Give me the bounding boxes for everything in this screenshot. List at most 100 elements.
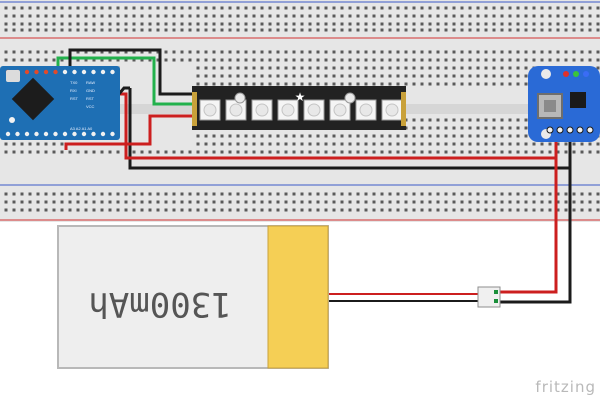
breadboard-hole xyxy=(364,208,368,212)
breadboard-hole xyxy=(44,28,48,32)
breadboard-hole xyxy=(540,58,544,62)
breadboard-hole xyxy=(508,192,512,196)
breadboard-hole xyxy=(460,6,464,10)
breadboard-hole xyxy=(364,50,368,54)
breadboard-hole xyxy=(20,22,24,26)
breadboard-hole xyxy=(476,142,480,146)
breadboard-hole xyxy=(508,6,512,10)
breadboard-hole xyxy=(84,6,88,10)
breadboard-hole xyxy=(524,118,528,122)
breadboard-hole xyxy=(100,50,104,54)
breadboard-hole xyxy=(140,14,144,18)
breadboard-hole xyxy=(228,134,232,138)
breadboard-hole xyxy=(580,192,584,196)
breadboard-hole xyxy=(468,142,472,146)
breadboard-hole xyxy=(556,6,560,10)
breadboard-hole xyxy=(276,200,280,204)
breadboard-hole xyxy=(364,66,368,70)
breadboard-hole xyxy=(252,6,256,10)
breadboard-hole xyxy=(164,22,168,26)
breadboard-hole xyxy=(484,82,488,86)
breadboard-hole xyxy=(292,22,296,26)
breadboard-hole xyxy=(460,200,464,204)
breadboard-hole xyxy=(124,192,128,196)
breadboard-hole xyxy=(300,82,304,86)
breadboard-hole xyxy=(596,50,600,54)
breadboard-hole xyxy=(396,66,400,70)
breadboard-hole xyxy=(4,142,8,146)
arduino-pin xyxy=(34,69,39,75)
breadboard-hole xyxy=(588,200,592,204)
breadboard-hole xyxy=(172,58,176,62)
breadboard-hole xyxy=(580,208,584,212)
breadboard-hole xyxy=(532,6,536,10)
breadboard-hole xyxy=(364,22,368,26)
breadboard-hole xyxy=(100,150,104,154)
breadboard-hole xyxy=(388,200,392,204)
breadboard-hole xyxy=(436,50,440,54)
breadboard-hole xyxy=(588,14,592,18)
breadboard-hole xyxy=(292,82,296,86)
breadboard-hole xyxy=(444,28,448,32)
breadboard-hole xyxy=(412,192,416,196)
breadboard-hole xyxy=(324,22,328,26)
breadboard-hole xyxy=(412,150,416,154)
breadboard-hole xyxy=(332,14,336,18)
breadboard-hole xyxy=(564,50,568,54)
breadboard-hole xyxy=(300,14,304,18)
neopixel-pads-right xyxy=(401,92,406,126)
breadboard-hole xyxy=(92,50,96,54)
breadboard-hole xyxy=(460,134,464,138)
breadboard-hole xyxy=(124,6,128,10)
breadboard-hole xyxy=(444,192,448,196)
breadboard-hole xyxy=(124,58,128,62)
breadboard-hole xyxy=(372,208,376,212)
breadboard-hole xyxy=(116,58,120,62)
breadboard-hole xyxy=(276,22,280,26)
breadboard-hole xyxy=(276,150,280,154)
breadboard-hole xyxy=(484,66,488,70)
breadboard-hole xyxy=(412,58,416,62)
breadboard-hole xyxy=(548,6,552,10)
breadboard-hole xyxy=(260,6,264,10)
breadboard-hole xyxy=(492,28,496,32)
breadboard-hole xyxy=(420,118,424,122)
breadboard-hole xyxy=(292,6,296,10)
breadboard-hole xyxy=(388,58,392,62)
breadboard-hole xyxy=(356,192,360,196)
breadboard-hole xyxy=(468,58,472,62)
breadboard-hole xyxy=(492,208,496,212)
breadboard-hole xyxy=(84,208,88,212)
breadboard-hole xyxy=(236,74,240,78)
breadboard-hole xyxy=(284,82,288,86)
charger-pin xyxy=(586,126,594,134)
breadboard-hole xyxy=(268,74,272,78)
breadboard-hole xyxy=(324,150,328,154)
breadboard-hole xyxy=(420,14,424,18)
breadboard-hole xyxy=(508,66,512,70)
breadboard-hole xyxy=(484,150,488,154)
breadboard-hole xyxy=(452,118,456,122)
breadboard-hole xyxy=(516,6,520,10)
breadboard-hole xyxy=(444,50,448,54)
breadboard-hole xyxy=(300,150,304,154)
breadboard-hole xyxy=(204,74,208,78)
breadboard-hole xyxy=(380,28,384,32)
neopixel-pads-left xyxy=(192,92,197,126)
breadboard-hole xyxy=(556,200,560,204)
breadboard-hole xyxy=(260,208,264,212)
breadboard-hole xyxy=(324,58,328,62)
breadboard-hole xyxy=(436,22,440,26)
breadboard-hole xyxy=(252,22,256,26)
breadboard-hole xyxy=(164,150,168,154)
breadboard-hole xyxy=(452,22,456,26)
arduino-pin xyxy=(43,69,49,75)
breadboard-hole xyxy=(588,208,592,212)
breadboard-hole xyxy=(196,74,200,78)
breadboard-hole xyxy=(76,14,80,18)
breadboard-hole xyxy=(52,142,56,146)
arduino-pin xyxy=(24,131,30,137)
breadboard-hole xyxy=(156,200,160,204)
breadboard-hole xyxy=(500,142,504,146)
breadboard-hole xyxy=(460,58,464,62)
